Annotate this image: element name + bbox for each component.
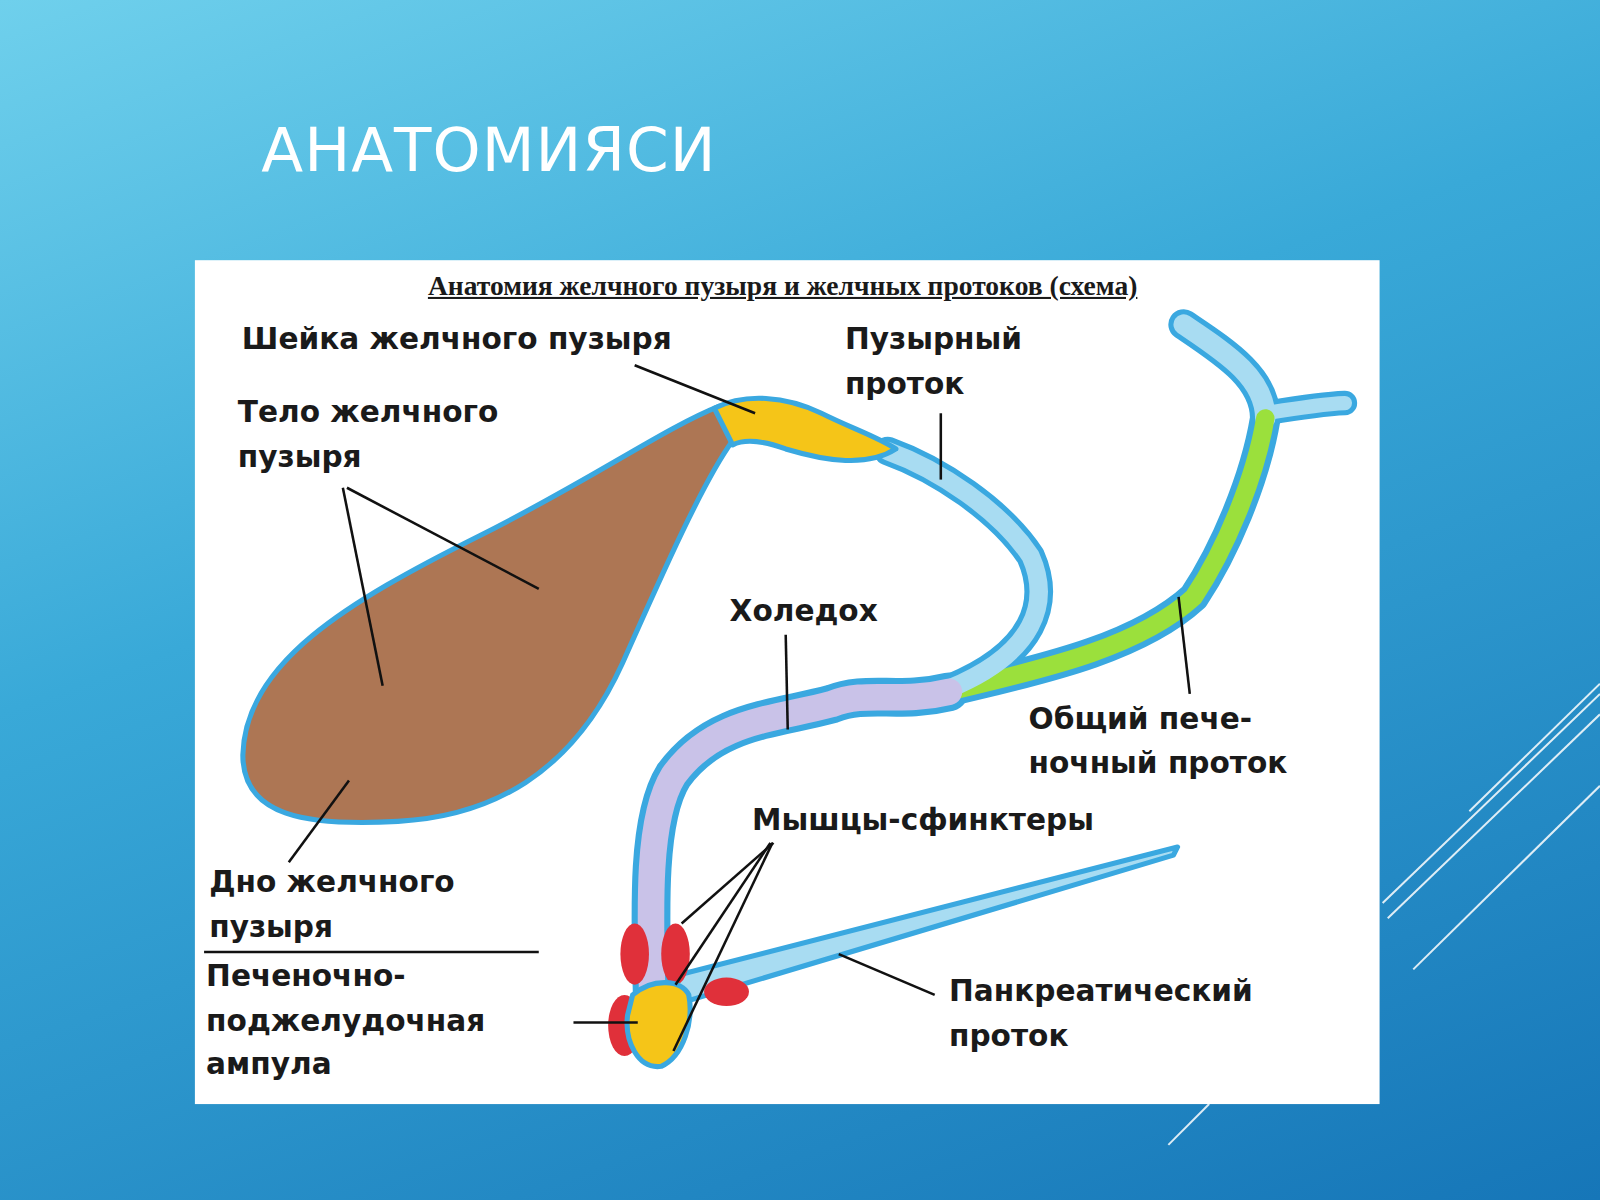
slide-title: АНАТОМИЯСИ (261, 114, 716, 185)
part-label: Тело желчного пузыря (238, 391, 575, 480)
part-label: Мышцы-сфинктеры (752, 798, 1094, 842)
part-label: Дно желчного пузыря (209, 860, 536, 949)
diagram-heading: Анатомия желчного пузыря и желчных прото… (428, 271, 1137, 301)
part-label: Шейка желчного пузыря (242, 317, 672, 361)
part-label: Общий пече- ночный проток (1029, 697, 1376, 786)
part-label: Панкреатический проток (949, 969, 1347, 1058)
part-label: Пузырный проток (845, 317, 1100, 406)
part-label: Печеночно- поджелудочная ампула (206, 954, 538, 1087)
part-label: Холедох (730, 590, 878, 634)
